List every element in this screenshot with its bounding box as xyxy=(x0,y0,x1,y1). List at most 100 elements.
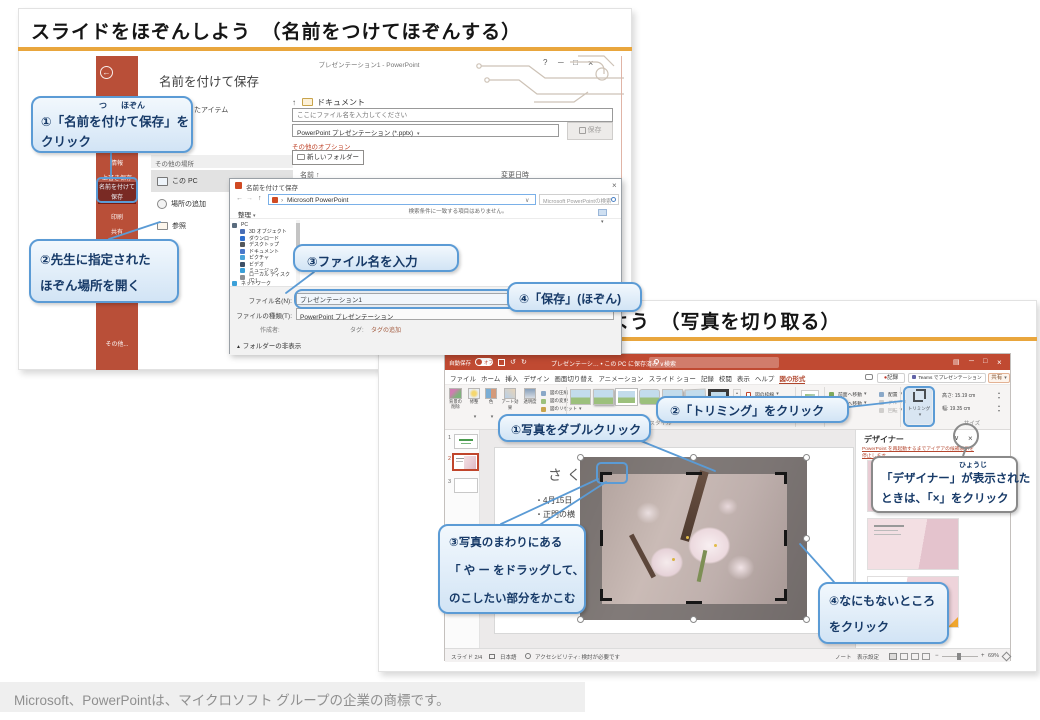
tab-design[interactable]: デザイン xyxy=(523,376,550,383)
slide-counter[interactable]: スライド 2/4 xyxy=(451,655,483,661)
address-dropdown[interactable]: ∨ xyxy=(525,198,530,204)
crop-handle-bottom-right[interactable] xyxy=(775,589,787,601)
tree-item-3d[interactable]: 3D オブジェクト xyxy=(240,229,287,235)
nav-up-button[interactable]: ↑ xyxy=(258,195,262,202)
nav-back-button[interactable]: ← xyxy=(236,195,243,202)
column-header-name[interactable]: 名前 ↑ xyxy=(300,172,320,179)
recent-items-label[interactable]: 最近使ったアイテム xyxy=(166,107,229,114)
redo-icon[interactable]: ↻ xyxy=(521,359,527,366)
sidebar-item-share[interactable]: 共有 xyxy=(110,230,123,236)
resize-handle[interactable] xyxy=(577,454,584,461)
display-settings-button[interactable]: 表示設定 xyxy=(857,655,880,661)
dialog-titlebar[interactable]: 名前を付けて保存 × xyxy=(230,179,621,192)
resize-handle[interactable] xyxy=(803,616,810,623)
crop-handle-right[interactable] xyxy=(784,530,787,546)
zoom-slider-thumb[interactable] xyxy=(957,653,961,660)
address-bar[interactable]: › Microsoft PowerPoint ∨ xyxy=(268,194,536,205)
view-sorter-button[interactable] xyxy=(900,652,908,660)
more-options-link[interactable]: その他のオプション xyxy=(292,144,351,151)
teams-present-button[interactable]: Teams でプレゼンテーション xyxy=(908,372,986,383)
designer-collapse-button[interactable]: ∨ xyxy=(954,435,960,442)
sidebar-item-info[interactable]: 情報 xyxy=(110,161,123,167)
notes-button[interactable]: ノート xyxy=(835,655,852,661)
resize-handle[interactable] xyxy=(690,616,697,623)
tree-item-desktop[interactable]: デスクトップ xyxy=(240,242,279,248)
bg-remove-button[interactable]: 背景の削除 xyxy=(447,388,464,409)
resize-handle[interactable] xyxy=(690,454,697,461)
file-type-select[interactable]: PowerPoint プレゼンテーション (*.pptx) xyxy=(292,124,559,137)
artistic-effects-button[interactable]: アート効果 xyxy=(500,388,520,429)
reset-picture-button[interactable]: 図のリセット xyxy=(541,406,582,412)
close-button[interactable]: × xyxy=(588,58,594,68)
tree-item-pc[interactable]: PC xyxy=(232,222,248,229)
tab-record[interactable]: 記録 xyxy=(700,376,714,383)
align-button[interactable]: 配置 xyxy=(879,391,902,398)
style-thumb[interactable] xyxy=(616,389,637,405)
rotate-button[interactable]: 回転 xyxy=(879,407,902,414)
change-picture-button[interactable]: 図の変更 xyxy=(541,398,573,404)
view-options-button[interactable] xyxy=(598,209,607,216)
comment-icon[interactable] xyxy=(865,374,873,380)
ppt-titlebar[interactable]: 自動保存 オフ ↺ ↻ プレゼンテーシ… • この PC に保存済み ∨ 検索 … xyxy=(445,354,1010,370)
document-title[interactable]: プレゼンテーシ… • この PC に保存済み ∨ xyxy=(551,362,665,368)
tree-item-music[interactable]: ミュージック xyxy=(240,268,279,274)
close-button[interactable]: × xyxy=(997,357,1002,367)
tab-transitions[interactable]: 画面切り替え xyxy=(554,376,594,383)
sidebar-item-save-as[interactable]: 名前を付けて保存 xyxy=(98,182,136,204)
zoom-slider[interactable] xyxy=(942,653,978,660)
tree-item-downloads[interactable]: ダウンロード xyxy=(240,235,279,242)
crop-handle-top-right[interactable] xyxy=(775,472,787,484)
view-reading-button[interactable] xyxy=(911,652,919,660)
corrections-button[interactable]: 修整 xyxy=(466,388,482,423)
language-button[interactable]: 日本語 xyxy=(500,655,517,661)
tab-picture-format[interactable]: 図の形式 xyxy=(779,373,806,384)
sidebar-item-print[interactable]: 印刷 xyxy=(110,215,123,221)
record-button[interactable]: ●記録 xyxy=(877,372,905,383)
ribbon-options-icon[interactable]: ▤ xyxy=(953,359,960,366)
search-pill[interactable]: 検索 xyxy=(649,356,779,368)
dialog-search-box[interactable]: Microsoft PowerPointの検索 xyxy=(539,194,619,205)
zoom-level[interactable]: 69% xyxy=(988,653,1000,659)
minimize-button[interactable]: ─ xyxy=(969,358,974,365)
transparency-button[interactable]: 透明度 xyxy=(522,388,538,423)
style-thumb[interactable] xyxy=(570,389,591,405)
current-folder-row[interactable]: ↑ ドキュメント xyxy=(292,97,365,107)
resize-handle[interactable] xyxy=(803,535,810,542)
column-header-date[interactable]: 変更日時 xyxy=(501,172,529,179)
back-button[interactable]: ← xyxy=(100,66,113,79)
tree-item-documents[interactable]: ドキュメント xyxy=(240,248,279,255)
color-button[interactable]: 色 xyxy=(484,388,498,423)
slide-thumb-3[interactable] xyxy=(454,478,478,493)
up-arrow-icon[interactable]: ↑ xyxy=(292,97,296,107)
width-spinner[interactable]: 幅: 19.35 cm▴▾ xyxy=(942,403,1001,413)
slide-thumb-1[interactable] xyxy=(454,434,478,449)
crop-handle-top[interactable] xyxy=(686,472,702,475)
sidebar-item-save[interactable]: 上書き保存 xyxy=(101,176,132,182)
tree-item-pictures[interactable]: ピクチャ xyxy=(240,255,269,261)
nav-forward-button[interactable]: → xyxy=(246,195,253,202)
crop-button[interactable]: トリミング xyxy=(906,388,932,424)
minimize-button[interactable]: ─ xyxy=(558,58,564,67)
save-button[interactable]: 保存 xyxy=(567,122,613,140)
tab-animations[interactable]: アニメーション xyxy=(598,376,644,383)
tab-slideshow[interactable]: スライド ショー xyxy=(648,376,696,383)
slide-thumb-2-selected[interactable] xyxy=(452,453,479,471)
view-slideshow-button[interactable] xyxy=(922,652,930,660)
tab-review[interactable]: 校閲 xyxy=(718,376,732,383)
designer-close-button[interactable]: × xyxy=(968,433,973,443)
crop-handle-bottom-left[interactable] xyxy=(600,589,612,601)
tab-help[interactable]: ヘルプ xyxy=(754,376,775,383)
undo-icon[interactable]: ↺ xyxy=(510,359,516,366)
spinner-arrows[interactable]: ▴▾ xyxy=(998,390,1001,400)
new-folder-button[interactable]: 新しいフォルダー xyxy=(292,150,364,165)
tab-file[interactable]: ファイル xyxy=(450,376,476,383)
view-normal-button[interactable] xyxy=(889,652,897,660)
style-thumb[interactable] xyxy=(593,389,614,405)
tab-view[interactable]: 表示 xyxy=(736,376,750,383)
tree-item-videos[interactable]: ビデオ xyxy=(240,261,264,268)
autosave-toggle[interactable]: オフ xyxy=(475,358,493,366)
fit-slide-button[interactable] xyxy=(1001,651,1012,661)
resize-handle[interactable] xyxy=(803,454,810,461)
designer-thumb-2[interactable] xyxy=(867,518,959,570)
zoom-out-button[interactable]: − xyxy=(935,652,939,659)
